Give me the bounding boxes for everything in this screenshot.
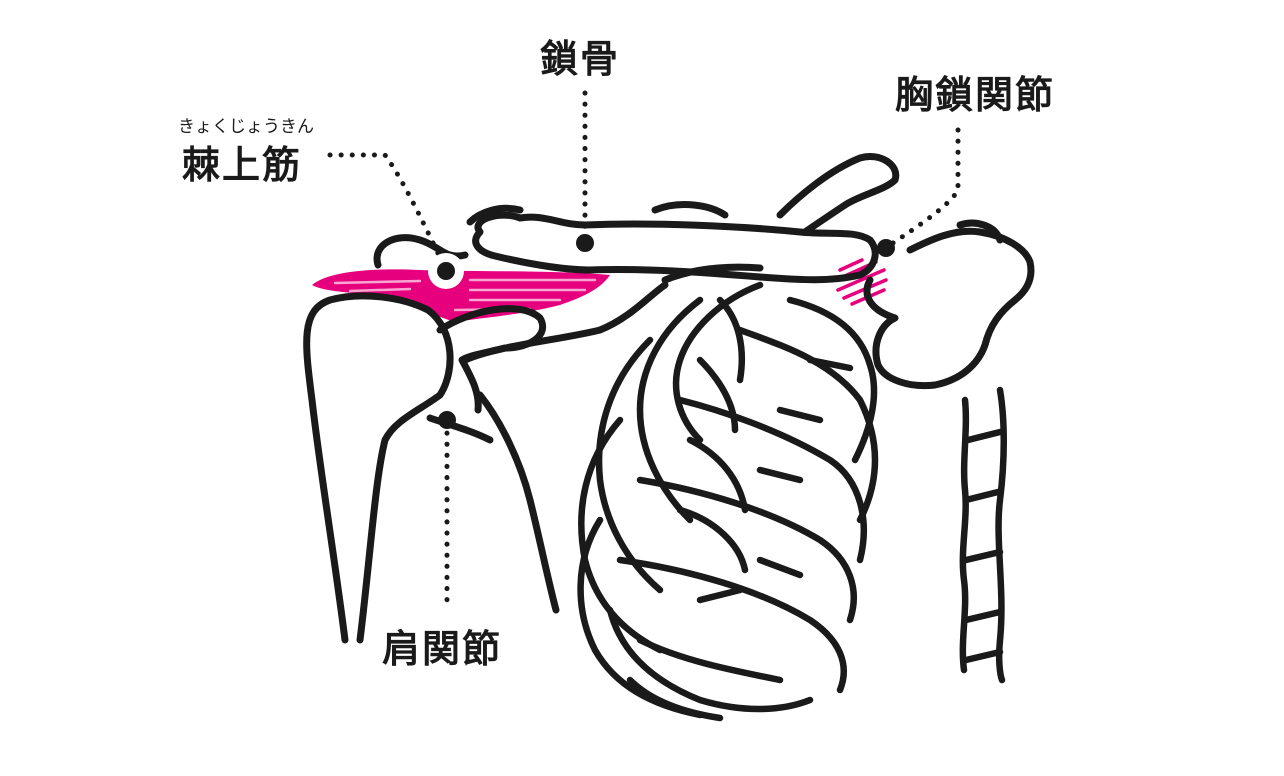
- marker-dots: [428, 234, 895, 429]
- shoulder-joint-marker: [438, 411, 456, 429]
- rib-cage: [577, 281, 879, 722]
- sternoclavicular-joint-highlight: [834, 258, 888, 306]
- supraspinatus-reading: きょくじょうきん: [178, 117, 314, 137]
- spine: [959, 386, 1007, 684]
- sternoclavicular-joint-marker: [877, 239, 895, 257]
- clavicle-marker: [576, 234, 594, 252]
- supraspinatus-marker: [437, 262, 455, 280]
- supraspinatus-label: 棘上筋: [182, 143, 303, 187]
- clavicle-bone: [466, 201, 879, 284]
- humerus-bone: [303, 292, 454, 644]
- scapula-bone: [373, 234, 669, 614]
- sternoclavicular-joint-label: 胸鎖関節: [895, 73, 1056, 117]
- supraspinatus-muscle: [312, 269, 610, 322]
- sternum-bone: [863, 219, 1035, 390]
- shoulder-joint-label: 肩関節: [382, 627, 503, 671]
- leader-lines: [327, 90, 961, 613]
- first-rib: [661, 153, 900, 284]
- clavicle-label: 鎖骨: [540, 37, 621, 81]
